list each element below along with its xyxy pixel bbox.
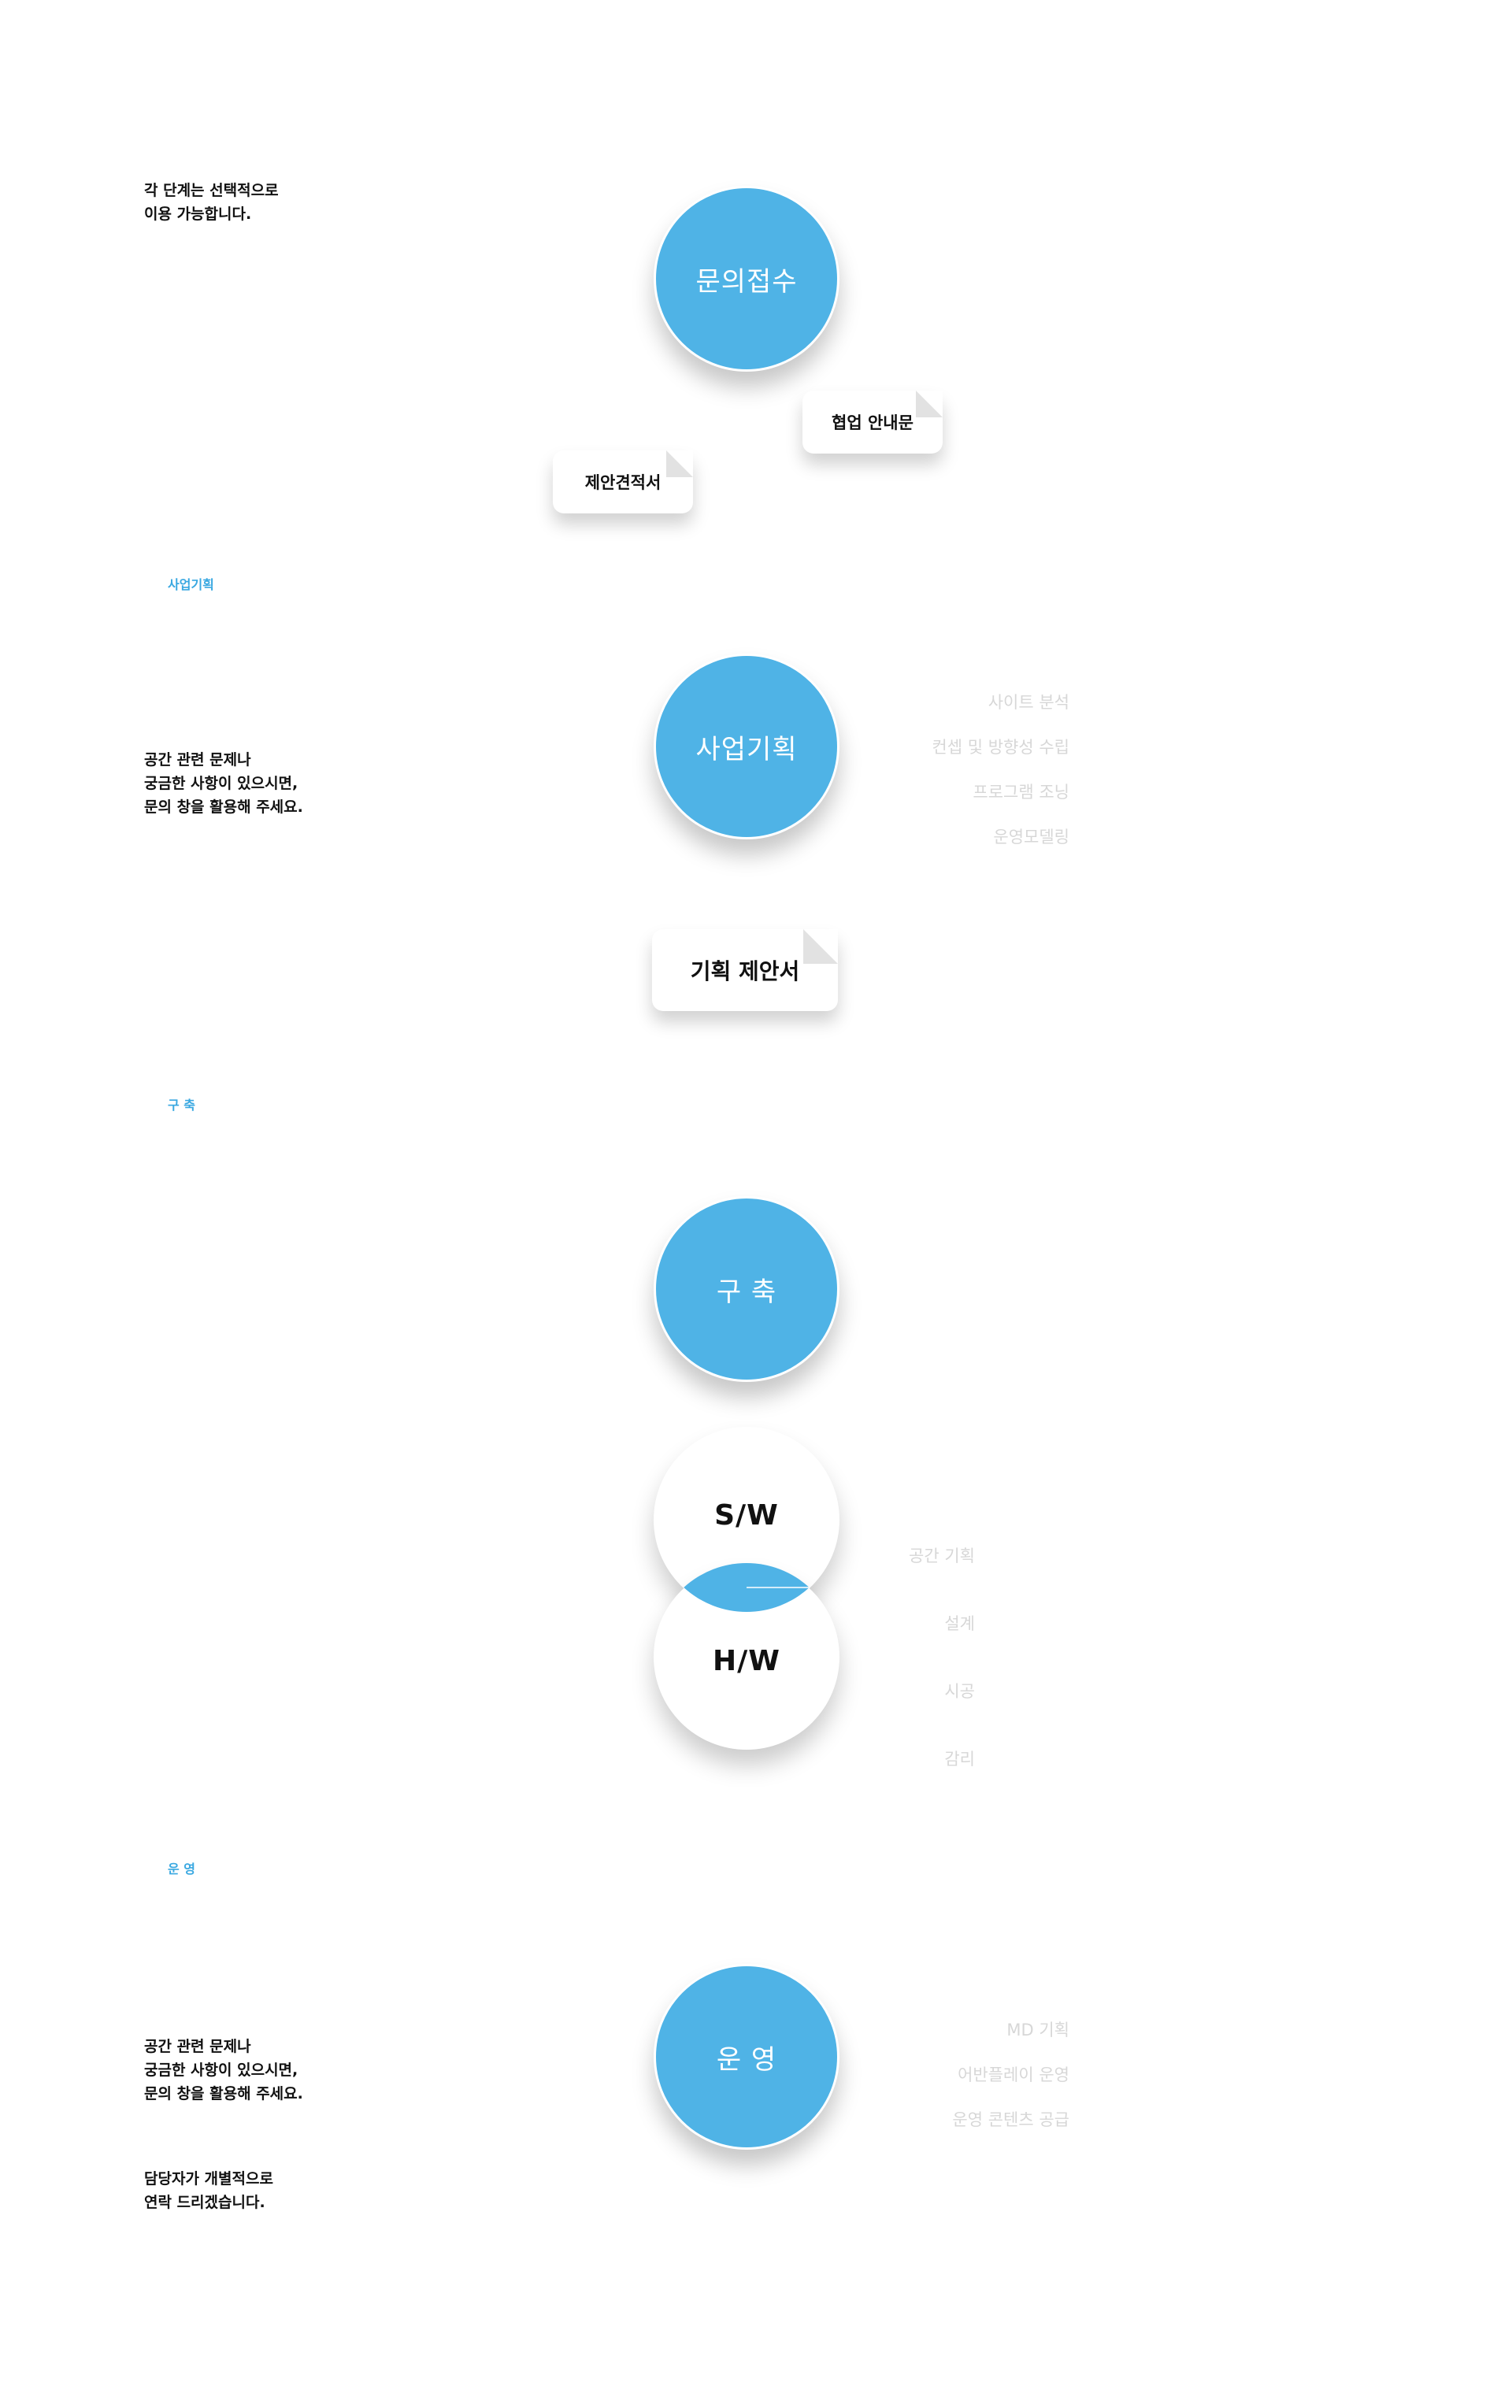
construction-item: 공간 기획 [909,1547,975,1565]
collaboration-guide-label: 협업 안내문 [832,413,914,432]
planning-step-circle[interactable]: 사업기획 [654,654,839,839]
planning-section-label: 사업기획 [168,577,214,592]
operation-items-list: MD 기획 어반플레이 운영 운영 콘텐츠 공급 [882,2008,1069,2143]
doc-fold-icon [803,929,838,964]
construction-item: 시공 [944,1682,975,1701]
quotation-proposal-label: 제안견적서 [584,473,662,492]
planning-items-list: 사이트 분석 컨셉 및 방향성 수립 프로그램 조닝 운영모델링 [882,680,1069,860]
inquiry-step-label: 문의접수 [695,265,798,298]
construction-section-label: 구 축 [168,1098,196,1113]
sw-hw-group: S/W H/W [654,1427,839,1750]
construction-item: 설계 [944,1614,975,1633]
sw-hw-overlap-shape [684,1563,810,1612]
intro-note: 각 단계는 선택적으로 이용 가능합니다. [144,182,279,223]
planning-proposal-label: 기획 제안서 [690,958,800,984]
construction-step-label: 구 축 [716,1276,777,1308]
construction-item: 감리 [944,1750,975,1769]
hardware-circle[interactable]: H/W [654,1564,839,1750]
operation-item: 어반플레이 운영 [958,2065,1069,2084]
inquiry-step-circle[interactable]: 문의접수 [654,186,839,372]
planning-item: 사이트 분석 [988,693,1069,712]
construction-step-circle[interactable]: 구 축 [654,1196,839,1382]
doc-fold-icon [916,391,943,417]
operation-step-circle[interactable]: 운 영 [654,1964,839,2150]
operation-help-note: 공간 관련 문제나 궁금한 사항이 있으시면, 문의 창을 활용해 주세요. [144,2038,303,2102]
operation-step-label: 운 영 [716,2043,777,2076]
planning-item: 운영모델링 [993,828,1069,847]
construction-items-list: 공간 기획 설계 시공 감리 [882,1522,975,1793]
collaboration-guide-doc[interactable]: 협업 안내문 [802,391,943,454]
planning-help-note: 공간 관련 문제나 궁금한 사항이 있으시면, 문의 창을 활용해 주세요. [144,751,303,816]
hardware-label: H/W [713,1644,780,1677]
software-label: S/W [714,1499,779,1532]
operation-section-label: 운 영 [168,1862,196,1876]
planning-item: 컨셉 및 방향성 수립 [932,738,1069,757]
operation-item: 운영 콘텐츠 공급 [952,2110,1069,2129]
planning-step-label: 사업기획 [695,733,798,765]
operation-item: MD 기획 [1006,2021,1069,2039]
planning-proposal-doc[interactable]: 기획 제안서 [652,929,838,1011]
planning-item: 프로그램 조닝 [973,783,1069,802]
contact-note: 담당자가 개별적으로 연락 드리겠습니다. [144,2170,273,2211]
doc-fold-icon [666,450,693,477]
quotation-proposal-doc[interactable]: 제안견적서 [553,450,693,513]
